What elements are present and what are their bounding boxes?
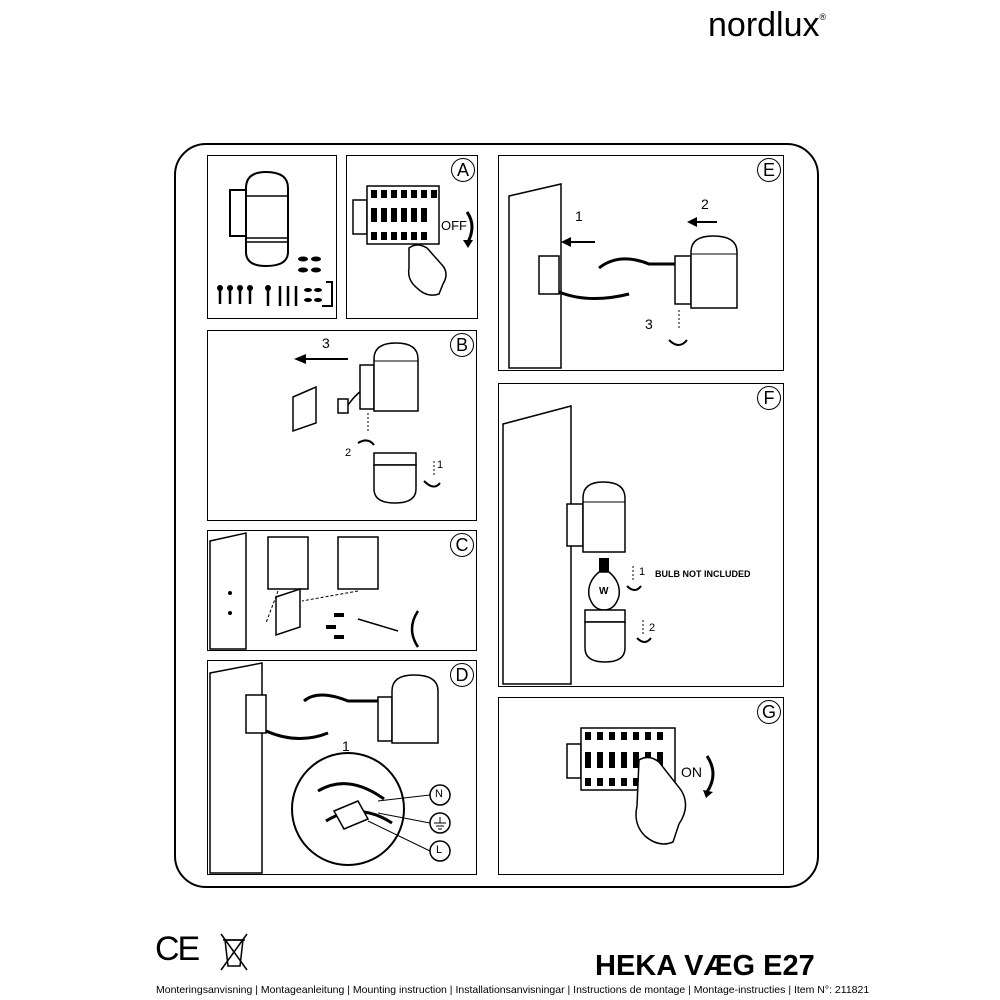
bulb-w-label: W — [599, 586, 609, 597]
panel-e-step1: 1 — [575, 208, 583, 224]
languages-text: Monteringsanvisning | Montageanleitung |… — [156, 984, 786, 996]
attach-lamp-drawing — [508, 183, 738, 369]
on-text: ON — [681, 764, 702, 780]
panel-c-label: C — [450, 533, 474, 557]
mount-bracket-drawing — [209, 532, 420, 650]
live-label: L — [436, 844, 443, 856]
panel-a-label: A — [451, 158, 475, 182]
breaker-off-drawing — [352, 185, 474, 296]
panel-a: A OFF — [346, 155, 478, 319]
panel-d: D 1 N L — [207, 660, 477, 875]
panel-overview — [207, 155, 337, 319]
panel-e: E 1 2 3 — [498, 155, 784, 371]
panel-b: B 3 2 1 — [207, 330, 477, 521]
bulb-not-included-text: BULB NOT INCLUDED — [655, 569, 751, 579]
panel-e-step2: 2 — [701, 196, 709, 212]
panel-e-label: E — [757, 158, 781, 182]
panel-b-step1: 1 — [437, 459, 444, 471]
panel-f-step2: 2 — [649, 622, 656, 634]
panel-b-label: B — [450, 333, 474, 357]
ce-mark: CE — [155, 930, 200, 968]
breaker-on-drawing — [566, 727, 715, 845]
remove-cover-drawing — [292, 342, 441, 504]
item-number: | Item N°: 211821 — [788, 984, 870, 996]
panel-g: G ON — [498, 697, 784, 875]
product-title: HEKA VÆG E27 — [595, 950, 815, 982]
panel-g-label: G — [757, 700, 781, 724]
lamp-parts-drawing — [217, 170, 333, 307]
neutral-label: N — [435, 788, 443, 800]
panel-f-label: F — [757, 386, 781, 410]
instruction-frame — [174, 143, 819, 888]
panel-b-step3: 3 — [322, 335, 330, 351]
off-text: OFF — [441, 218, 467, 233]
insert-bulb-drawing — [502, 405, 652, 685]
panel-b-step2: 2 — [345, 447, 352, 459]
panel-d-step1: 1 — [342, 738, 350, 754]
brand-logo: nordlux® — [708, 6, 826, 45]
panel-f-step1: 1 — [639, 566, 646, 578]
footer-line: Monteringsanvisning | Montageanleitung |… — [156, 984, 996, 996]
brand-mark: ® — [819, 12, 827, 22]
weee-bin-icon — [220, 933, 248, 971]
wiring-drawing — [209, 662, 451, 874]
panel-e-step3: 3 — [645, 316, 653, 332]
panel-c: C — [207, 530, 477, 651]
panel-f: F BULB NOT INCLUDED 1 2 W — [498, 383, 784, 687]
panel-d-label: D — [450, 663, 474, 687]
brand-name: nordlux — [708, 6, 820, 44]
